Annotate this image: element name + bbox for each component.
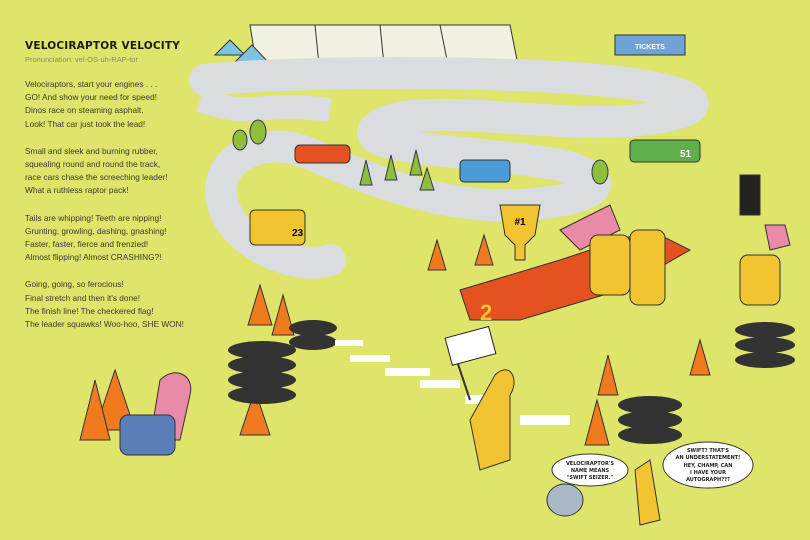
speech-bubble-right: SWIFT? THAT'S AN UNDERSTATEMENT! HEY, CH… [662, 441, 754, 489]
tickets-sign: TICKETS [635, 44, 665, 51]
car-number: 51 [680, 149, 692, 160]
stanza: Tails are whipping! Teeth are nipping! Gr… [25, 212, 215, 265]
svg-text:"SWIFT SEIZER.": "SWIFT SEIZER." [567, 475, 614, 481]
trees [232, 119, 609, 191]
svg-text:#1: #1 [514, 217, 526, 228]
traffic-cones [79, 233, 711, 446]
race-track [189, 57, 709, 279]
speech-bubble-left: VELOCIRAPTOR'S NAME MEANS "SWIFT SEIZER.… [551, 453, 629, 487]
poem-line: Small and sleek and burning rubber, [25, 145, 158, 156]
svg-text:NAME MEANS: NAME MEANS [571, 468, 610, 474]
pronunciation: Pronunciation: vel-OS-uh-RAP-tor [25, 55, 138, 64]
stanza: Small and sleek and burning rubber, squea… [25, 145, 215, 198]
poem-line: Going, going, so ferocious! [25, 279, 124, 290]
poem-line: The finish line! The checkered flag! [25, 305, 154, 316]
poem-title: VELOCIRAPTOR VELOCITY [25, 40, 181, 52]
poem-line: Look! That car just took the lead! [25, 118, 146, 129]
poem-line: What a ruthless raptor pack! [25, 185, 129, 196]
svg-text:SWIFT? THAT'S: SWIFT? THAT'S [687, 448, 729, 454]
tickets-booth: TICKETS [614, 34, 686, 56]
trophy: #1 [499, 204, 541, 261]
checkered-flag [444, 325, 497, 401]
svg-text:VELOCIRAPTOR'S: VELOCIRAPTOR'S [566, 461, 614, 467]
poem-line: The leader squawks! Woo-hoo, SHE WON! [25, 319, 184, 330]
poem: VELOCIRAPTOR VELOCITY Pronunciation: vel… [25, 40, 215, 331]
svg-text:AN UNDERSTATEMENT!: AN UNDERSTATEMENT! [676, 455, 741, 461]
poem-line: Velociraptors, start your engines . . . [25, 79, 158, 89]
poem-line: Tails are whipping! Teeth are nipping! [25, 212, 162, 223]
stanza: Velociraptors, start your engines . . . G… [25, 78, 215, 131]
poem-line: GO! And show your need for speed! [25, 92, 157, 103]
velociraptors [119, 174, 791, 526]
svg-text:HEY, CHAMP, CAN: HEY, CHAMP, CAN [684, 463, 733, 469]
poem-line: Grunting, growling, dashing, gnashing! [25, 225, 167, 236]
svg-text:I HAVE YOUR: I HAVE YOUR [690, 470, 726, 476]
poem-line: Almost flipping! Almost CRASHING?! [25, 252, 162, 263]
car-number: 2 [480, 300, 492, 325]
car-number: 23 [292, 228, 304, 239]
poem-line: race cars chase the screeching leader! [25, 172, 168, 183]
stanza: Going, going, so ferocious! Final stretch… [25, 278, 215, 331]
poem-line: squealing round and round the track, [25, 159, 161, 170]
svg-text:AUTOGRAPH???: AUTOGRAPH??? [686, 477, 730, 483]
tire-stacks [228, 320, 795, 444]
poem-line: Dinos race on steaming asphalt. [25, 105, 144, 116]
poem-line: Faster, faster, fierce and frenzied! [25, 239, 149, 250]
poem-line: Final stretch and then it's done! [25, 292, 141, 303]
